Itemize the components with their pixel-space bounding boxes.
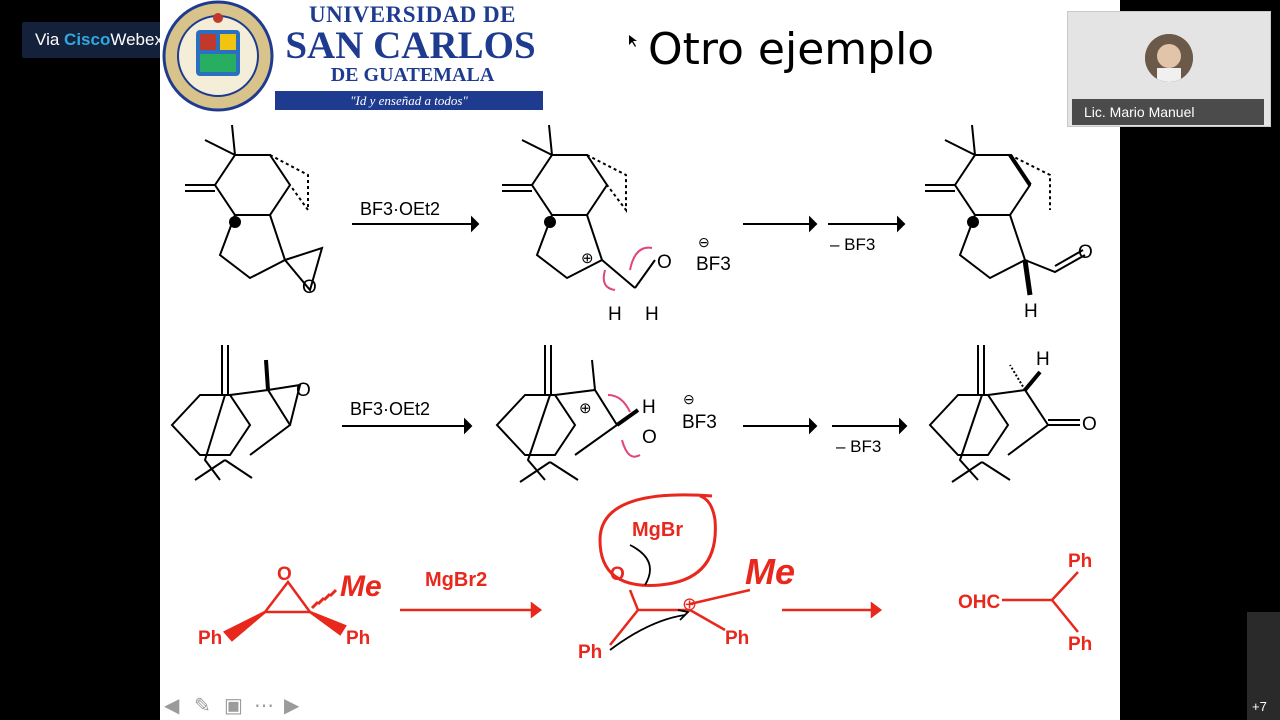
row1-hydrogen-a: H [608,304,622,325]
pen-icon[interactable]: ✎ [194,695,211,717]
reaction-scheme: BF3·OEt2 – BF3 O O BF3 H H O H ⊕ ⊖ BF3·O… [170,124,1097,663]
row3-product-phenyl-top: Ph [1068,551,1092,572]
participant-video-tile[interactable]: Lic. Mario Manuel [1067,11,1271,127]
more-participants-count[interactable]: +7 [1252,699,1267,714]
row1-carbocation: ⊕ [581,250,594,267]
row2-reagent-label: BF3·OEt2 [350,399,430,419]
row3-alkoxide-oxygen: O [610,564,625,585]
slides-icon[interactable]: ▣ [224,695,243,717]
participant-name: Lic. Mario Manuel [1072,99,1264,125]
webex-webex: Webex [110,30,163,49]
row2-product-structure [928,345,1080,483]
back-arrow-icon[interactable]: ◀ [164,695,180,717]
person-icon [1145,34,1193,82]
row3-methyl-handwritten: Me [340,570,382,603]
forward-arrow-icon[interactable]: ▶ [284,695,300,717]
row2-ketone-oxygen: O [1082,414,1097,435]
row3-reagent-label: MgBr2 [425,569,487,591]
more-icon[interactable]: ⋯ [254,695,274,717]
row3-phenyl-left: Ph [198,628,222,649]
webex-cisco: Cisco [64,30,111,49]
row1-product-structure [925,124,1086,296]
webex-badge: Via CiscoWebex [22,22,176,58]
presentation-toolbar: ◀ ✎ ▣ ⋯ ▶ [160,690,330,720]
row3-phenyl-right: Ph [346,628,370,649]
webex-via: Via [35,30,65,49]
row1-oxygen: O [657,252,672,273]
university-seal-icon [162,0,274,112]
row2-intermediate-structure [495,345,640,483]
row3-intermediate-phenyl-left: Ph [578,642,602,663]
participant-avatar [1145,34,1193,82]
row2-bf3: BF3 [682,412,717,433]
row1-loss-label: – BF3 [830,235,875,254]
row1-bf3: BF3 [696,254,731,275]
row2-hydrogen: H [642,397,656,418]
slide-title: Otro ejemplo [648,24,935,75]
row2-loss-label: – BF3 [836,437,881,456]
mouse-cursor-icon [629,35,637,47]
row1-epoxide-oxygen: O [302,277,317,298]
university-name-line3: DE GUATEMALA [330,64,495,86]
row1-reactant-structure [185,124,324,293]
participants-side-panel[interactable] [1247,612,1280,720]
university-motto: "Id y enseñad a todos" [275,91,543,110]
row2-carbocation: ⊕ [579,400,592,417]
row3-product-phenyl-bottom: Ph [1068,634,1092,655]
row3-epoxide-oxygen: O [277,564,292,585]
row2-product-hydrogen: H [1036,349,1050,370]
row3-aldehyde-label: OHC [958,592,1001,613]
row2-epoxide-oxygen: O [296,380,311,401]
row3-intermediate-phenyl-right: Ph [725,628,749,649]
row2-reactant-structure [170,345,302,481]
row3-carbocation: ⊕ [682,594,697,614]
row1-product-hydrogen: H [1024,301,1038,322]
presentation-slide: UNIVERSIDAD DE SAN CARLOS DE GUATEMALA "… [160,0,1120,720]
row3-methyl-handwritten-2: Me [745,551,795,592]
row1-hydrogen-b: H [645,304,659,325]
row1-anion: ⊖ [698,234,710,250]
row1-intermediate-structure [502,124,656,289]
row3-mgbr-label: MgBr [632,519,683,541]
row1-reagent-label: BF3·OEt2 [360,199,440,219]
row2-oxygen: O [642,427,657,448]
row1-aldehyde-oxygen: O [1078,242,1093,263]
row2-anion: ⊖ [683,391,695,407]
university-name-line2: SAN CARLOS [285,24,536,67]
university-name-line1: UNIVERSIDAD DE [308,2,516,27]
